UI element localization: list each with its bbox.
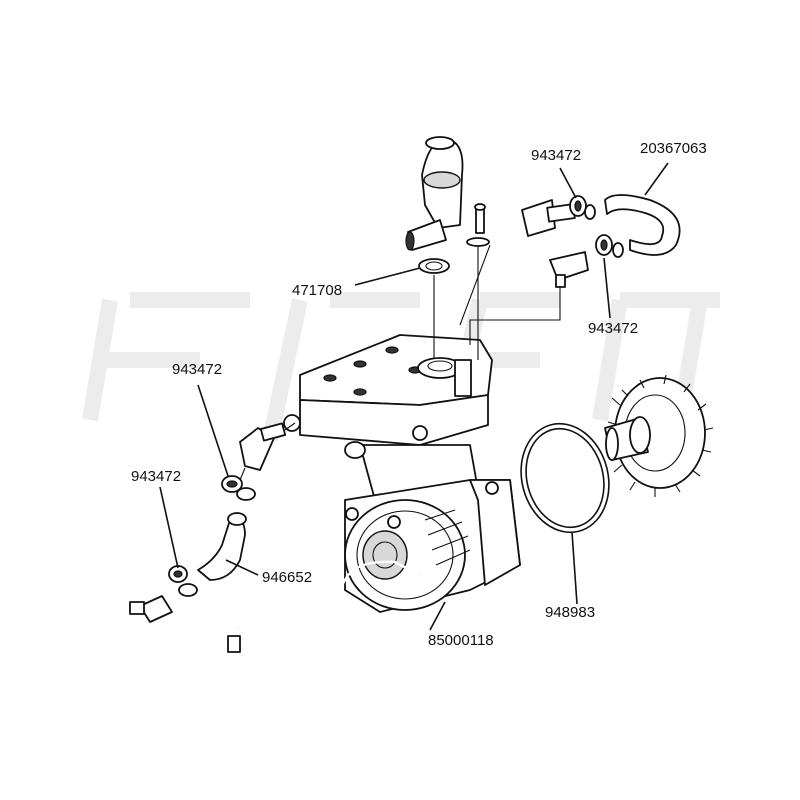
callout-label: 943472 [531, 147, 581, 164]
right-angle-fitting-lower [549, 251, 589, 288]
o-ring-gasket [520, 422, 610, 534]
left-lower-elbow-fitting [129, 595, 173, 623]
seal-ring-471708 [418, 258, 450, 274]
hose-clamp-lower [595, 234, 624, 258]
callout-label: 20367063 [640, 140, 707, 157]
assembly-line [459, 244, 491, 326]
hose-clamp-upper [569, 195, 596, 220]
assembly-line [239, 467, 246, 481]
callout-label: 948983 [545, 604, 595, 621]
callout-label: 943472 [172, 361, 222, 378]
callout-label: 471708 [292, 282, 342, 299]
oil-pipe [227, 560, 421, 653]
assembly-line [284, 422, 296, 431]
drive-gear [604, 374, 714, 497]
left-upper-elbow-fitting [239, 422, 287, 471]
assembly-line [469, 285, 561, 345]
hose-946652 [197, 512, 247, 581]
left-lower-hose-clamp [168, 565, 198, 597]
callout-label: 85000118 [428, 632, 494, 649]
leader-lines [159, 162, 669, 631]
left-upper-hose-clamp [221, 475, 256, 501]
air-compressor [283, 334, 521, 613]
right-angle-fitting-upper [521, 199, 576, 237]
callout-label: 946652 [262, 569, 312, 586]
callout-label: 943472 [588, 320, 638, 337]
small-bolt-washer [466, 203, 490, 247]
u-hose-20367063 [604, 194, 681, 256]
callout-label: 943472 [131, 468, 181, 485]
intake-elbow-hose [405, 136, 464, 251]
